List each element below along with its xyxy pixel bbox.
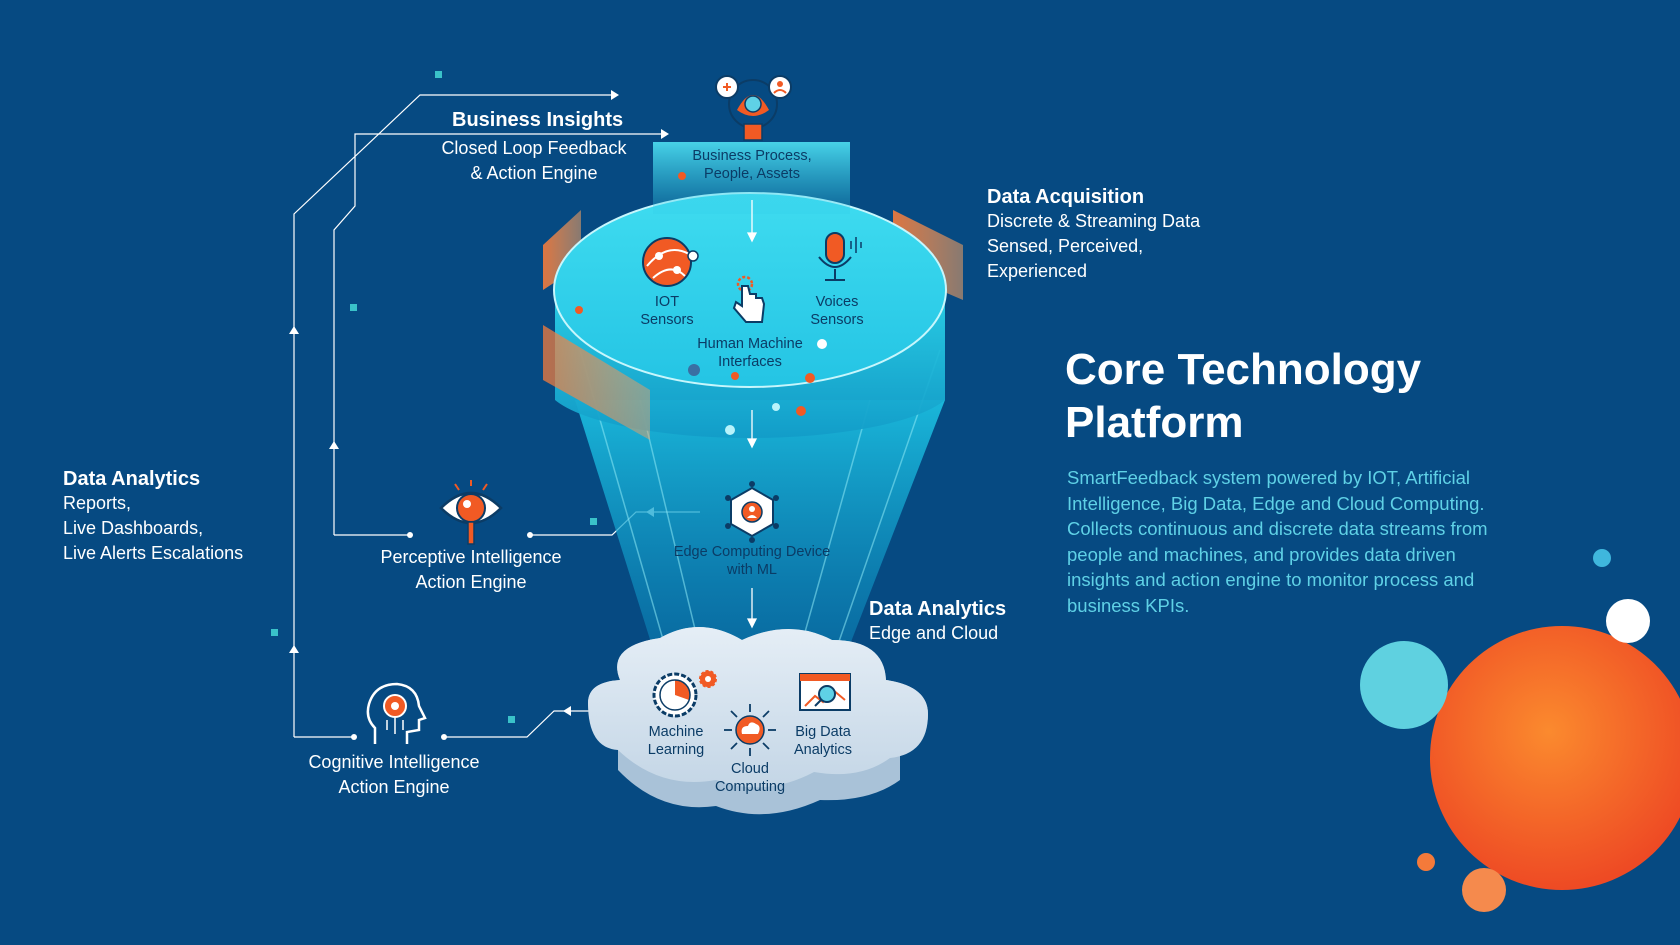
machine-learning-line1: Machine (648, 724, 704, 740)
business-insights-line2: & Action Engine (470, 163, 598, 183)
iot-sensors-line2: Sensors (640, 312, 694, 328)
edge-device-icon (725, 481, 779, 543)
business-process-icon (715, 75, 792, 141)
voices-sensors-line1: Voices (815, 294, 859, 310)
perceptive-line2: Action Engine (415, 572, 527, 592)
page-title-line2: Platform (1065, 397, 1244, 447)
page-title: Core Technology Platform (1065, 344, 1421, 450)
edge-device-line2: with ML (727, 562, 777, 578)
data-analytics-left-line1: Reports, (63, 493, 132, 513)
data-analytics-right-line1: Edge and Cloud (869, 623, 999, 643)
machine-learning-line2: Learning (647, 742, 705, 758)
business-process-line2: People, Assets (704, 166, 800, 182)
machine-learning-icon (652, 670, 717, 718)
decorative-orbs (1360, 549, 1680, 912)
voices-sensors-line2: Sensors (810, 312, 864, 328)
cloud-computing-line2: Computing (714, 779, 786, 795)
data-analytics-left-line2: Live Dashboards, (63, 518, 204, 538)
business-process-line1: Business Process, (692, 148, 812, 164)
cognitive-line2: Action Engine (338, 777, 450, 797)
platform-description: SmartFeedback system powered by IOT, Art… (1067, 467, 1488, 616)
microphone-icon (818, 232, 862, 281)
cloud-computing-icon (724, 704, 776, 756)
big-data-line1: Big Data (795, 724, 851, 740)
data-acquisition-heading: Data Acquisition (987, 186, 1145, 208)
iot-sensors-line1: IOT (654, 294, 680, 310)
brain-head-icon (366, 682, 427, 744)
data-analytics-right-heading: Data Analytics (869, 598, 1007, 620)
business-insights-heading: Business Insights (452, 109, 624, 131)
funnel (543, 142, 963, 665)
hmi-line2: Interfaces (718, 354, 782, 370)
cognitive-line1: Cognitive Intelligence (308, 752, 480, 772)
data-analytics-left-heading: Data Analytics (63, 468, 201, 490)
iot-sensors-icon (642, 237, 699, 287)
edge-device-line1: Edge Computing Device (673, 544, 831, 560)
hmi-line1: Human Machine (697, 336, 803, 352)
data-acquisition-line1: Discrete & Streaming Data (987, 211, 1201, 231)
decorative-squares (271, 71, 597, 723)
data-acquisition-line2: Sensed, Perceived, (987, 236, 1144, 256)
eye-icon (439, 480, 503, 545)
page-title-line1: Core Technology (1065, 345, 1422, 394)
data-analytics-left-line3: Live Alerts Escalations (63, 543, 244, 563)
business-insights-line1: Closed Loop Feedback (441, 138, 627, 158)
perceptive-line1: Perceptive Intelligence (380, 547, 562, 567)
big-data-line2: Analytics (793, 742, 853, 758)
big-data-analytics-icon (799, 673, 851, 711)
hand-touch-icon (732, 275, 766, 323)
data-acquisition-line3: Experienced (987, 261, 1088, 281)
cloud-computing-line1: Cloud (731, 761, 769, 777)
